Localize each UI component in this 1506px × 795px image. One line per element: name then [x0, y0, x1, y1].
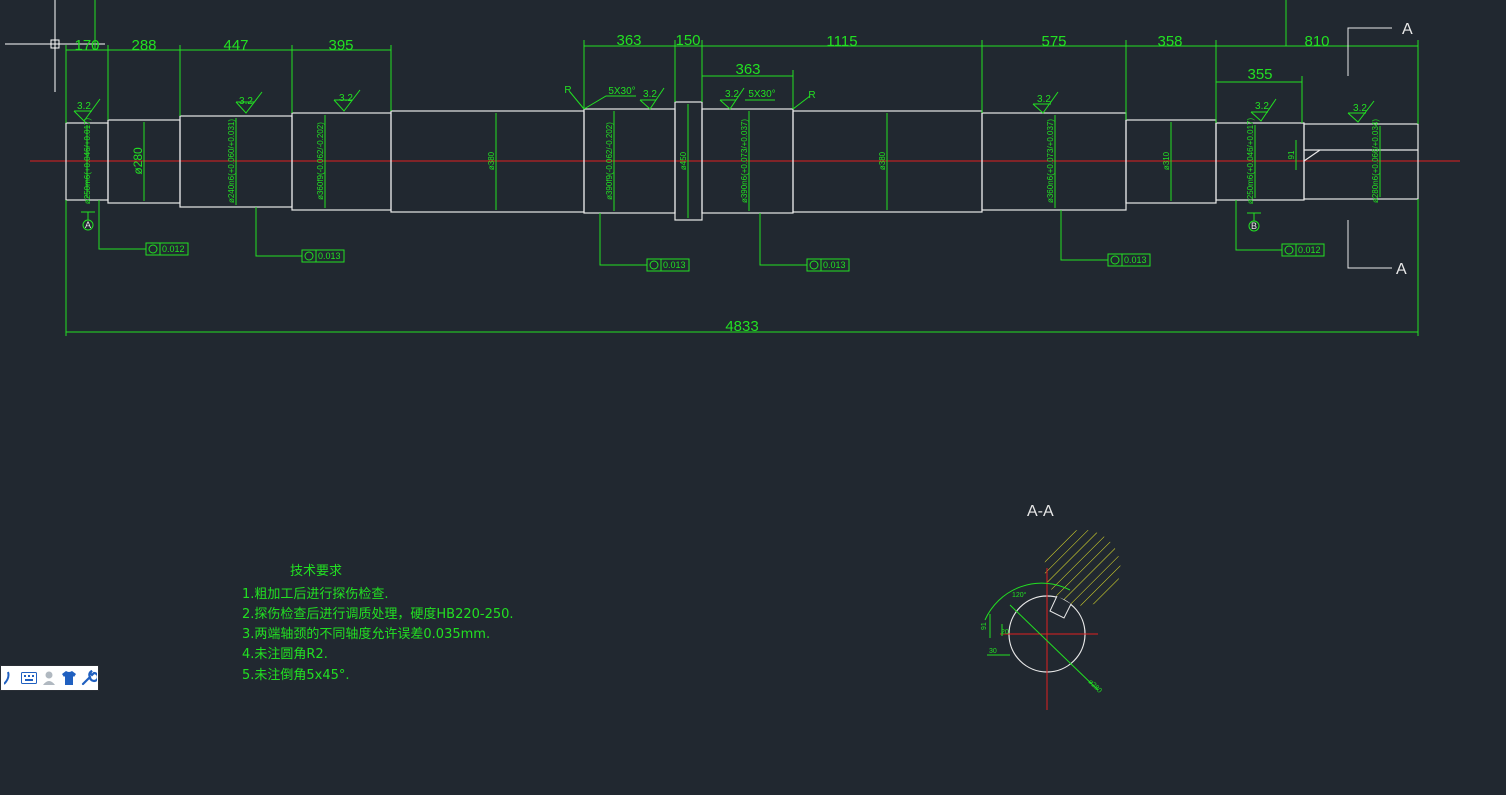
section-height-label: 91 — [981, 622, 988, 630]
dim-810: 810 — [1304, 33, 1329, 50]
note-item: 3.两端轴颈的不同轴度允许误差0.035mm. — [242, 626, 490, 642]
pen-icon[interactable] — [1, 670, 17, 686]
roughness-label: 3.2 — [339, 93, 353, 104]
dim-363-inner: 363 — [735, 61, 760, 78]
section-view-title: A-A — [1027, 503, 1054, 520]
diameter-label: ø360f9(-0.062/-0.202) — [316, 122, 325, 200]
diameter-label: ø250m6(+0.046/+0.017) — [1246, 118, 1255, 205]
note-item: 1.粗加工后进行探伤检查. — [242, 587, 389, 602]
wrench-icon[interactable] — [81, 670, 97, 686]
diameter-label: ø280n6(+0.066/+0.034) — [1371, 119, 1380, 203]
section-offset-label: 30 — [989, 648, 997, 655]
fillet-r-label: R — [808, 90, 815, 101]
diameter-label: ø450 — [679, 151, 688, 170]
section-mark-top: A — [1402, 21, 1413, 38]
datum-a-label: A — [85, 220, 91, 230]
user-icon[interactable] — [41, 670, 57, 686]
shirt-icon[interactable] — [61, 670, 77, 686]
diameter-labels: ø250m6(+0.046/+0.017) ø280 ø240n6(+0.060… — [83, 118, 1380, 205]
crosshair-cursor — [5, 0, 105, 92]
tolerance-value: 0.013 — [1124, 255, 1147, 265]
dim-355: 355 — [1247, 66, 1272, 83]
diameter-label: ø390n6(+0.073/+0.037) — [740, 119, 749, 203]
tolerance-value: 0.012 — [1298, 245, 1321, 255]
diameter-label: ø390f9(-0.062/-0.202) — [605, 122, 614, 200]
note-item: 2.探伤检查后进行调质处理，硬度HB220-250. — [242, 606, 514, 622]
dim-363: 363 — [616, 32, 641, 49]
diameter-label: ø360n6(+0.073/+0.037) — [1046, 119, 1055, 203]
section-dia-label: ø280 — [1087, 678, 1103, 694]
datum-b-label: B — [1251, 221, 1257, 231]
keyboard-icon[interactable] — [21, 670, 37, 686]
tolerance-frames — [145, 242, 1325, 272]
roughness-label: 3.2 — [1255, 101, 1269, 112]
tolerance-value: 0.013 — [318, 251, 341, 261]
roughness-labels: 3.2 3.2 3.2 3.2 3.2 3.2 3.2 3.2 5X30° 5X… — [77, 85, 1367, 114]
shaft-outline — [65, 101, 1419, 221]
keyway-dim-label: 91 — [1287, 150, 1296, 159]
dim-overall-4833: 4833 — [725, 318, 758, 335]
roughness-label: 3.2 — [239, 96, 253, 107]
diameter-label: ø380 — [878, 151, 887, 170]
fillet-r-label: R — [564, 85, 571, 96]
chamfer-label: 5X30° — [748, 89, 775, 100]
section-letters: A A A-A — [1027, 21, 1413, 520]
section-cut-marks — [1347, 27, 1392, 269]
dim-358: 358 — [1157, 33, 1182, 50]
roughness-label: 3.2 — [77, 101, 91, 112]
roughness-label: 3.2 — [1353, 103, 1367, 114]
notes-title: 技术要求 — [290, 564, 342, 579]
diameter-label: ø250m6(+0.046/+0.017) — [83, 118, 92, 205]
section-angle-label: 120° — [1012, 591, 1027, 599]
tolerance-value: 0.013 — [663, 260, 686, 270]
roughness-label: 3.2 — [1037, 94, 1051, 105]
note-item: 5.未注倒角5x45°. — [242, 668, 350, 683]
technical-notes: 技术要求 1.粗加工后进行探伤检查. 2.探伤检查后进行调质处理，硬度HB220… — [242, 564, 514, 683]
note-item: 4.未注圆角R2. — [242, 647, 328, 662]
dim-150: 150 — [675, 32, 700, 49]
dim-395: 395 — [328, 37, 353, 54]
dimension-lines — [65, 0, 1419, 336]
chamfer-label: 5X30° — [608, 86, 635, 97]
dim-170: 170 — [74, 37, 99, 54]
datum-letters: A B — [85, 220, 1257, 231]
section-mark-bottom: A — [1396, 261, 1407, 278]
roughness-label: 3.2 — [725, 89, 739, 100]
diameter-label: ø310 — [1162, 151, 1171, 170]
roughness-label: 3.2 — [643, 89, 657, 100]
diameter-label: ø280 — [131, 147, 145, 175]
diameter-label: ø380 — [487, 151, 496, 170]
tolerance-value: 0.012 — [162, 244, 185, 254]
section-a-a-view: 120° 91 20 30 ø280 — [981, 529, 1121, 710]
dim-447: 447 — [223, 37, 248, 54]
diameter-label: ø240n6(+0.060/+0.031) — [227, 119, 236, 203]
top-dimension-labels: 170 288 447 395 363 150 1115 575 358 810… — [74, 32, 1329, 335]
floating-toolbar — [0, 665, 99, 691]
tolerance-value: 0.013 — [823, 260, 846, 270]
dim-1115: 1115 — [826, 33, 857, 50]
dim-575: 575 — [1041, 33, 1066, 50]
tolerance-values: 0.012 0.013 0.013 0.013 0.013 0.012 — [162, 244, 1321, 270]
section-width-label: 20 — [1001, 629, 1009, 636]
dim-288: 288 — [131, 37, 156, 54]
